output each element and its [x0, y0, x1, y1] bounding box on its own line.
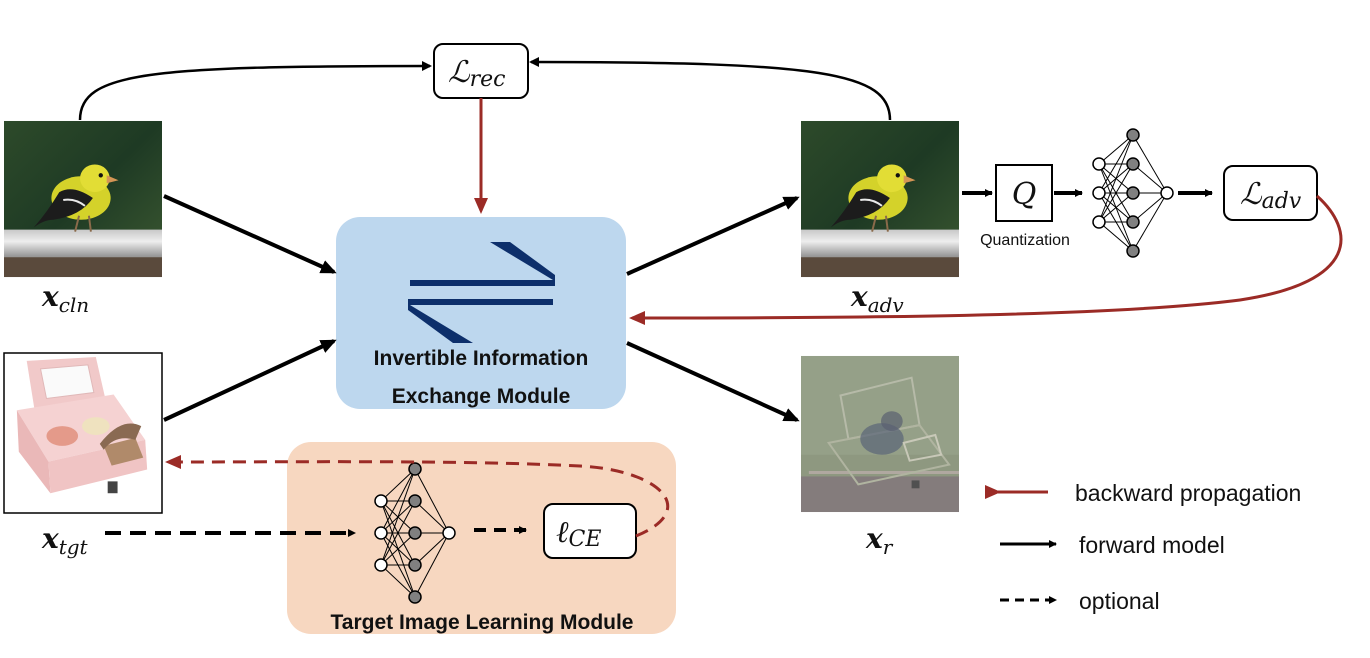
svg-text:ℒrec: ℒrec	[448, 55, 505, 92]
clean-image	[4, 120, 162, 278]
arrow-module-to-residual	[626, 341, 800, 422]
exchange-module: Invertible Information Exchange Module	[336, 217, 626, 409]
rec-loss-box: ℒrec	[433, 43, 529, 99]
network-edge	[380, 532, 416, 566]
network-edge	[1132, 192, 1168, 252]
network-edge	[1098, 134, 1134, 165]
label-x-adv: xadv	[850, 280, 904, 317]
network-edge	[414, 500, 450, 534]
network-input-node	[374, 526, 388, 540]
quantization-label: Quantization	[980, 232, 1070, 249]
ce-loss-box: ℓCE	[543, 503, 637, 559]
adv-loss-box: ℒadv	[1223, 165, 1318, 221]
network-hidden-node	[1126, 215, 1140, 229]
legend-optional-label: optional	[1079, 588, 1160, 614]
arrow-target-to-module	[163, 339, 337, 422]
network-input-node	[1092, 157, 1106, 171]
network-hidden-node	[408, 590, 422, 604]
network-output-node	[1160, 186, 1174, 200]
network-hidden-node	[408, 558, 422, 572]
svg-text:ℓCE: ℓCE	[556, 515, 601, 552]
target-network-icon	[374, 462, 456, 604]
target-image	[3, 352, 163, 514]
network-hidden-node	[1126, 157, 1140, 171]
label-x-cln: xcln	[41, 280, 89, 317]
adversarial-image	[801, 120, 959, 278]
network-edge	[1098, 134, 1134, 223]
network-hidden-node	[408, 462, 422, 476]
arrow-adv-loss-backward	[629, 194, 1343, 325]
network-edge	[380, 468, 416, 534]
network-edge	[414, 532, 450, 566]
exchange-module-title-2: Exchange Module	[392, 385, 571, 408]
network-edge	[380, 468, 416, 566]
arrow-clean-to-rec	[78, 61, 432, 121]
legend-backward-label: backward propagation	[1075, 480, 1301, 506]
network-hidden-node	[1126, 128, 1140, 142]
target-learning-module: Target Image Learning Module	[287, 442, 676, 634]
network-edge	[380, 564, 416, 598]
network-input-node	[374, 558, 388, 572]
exchange-module-title-1: Invertible Information	[374, 347, 589, 370]
residual-image	[801, 355, 959, 513]
arrow-clean-to-module	[163, 194, 337, 274]
legend-forward-label: forward model	[1079, 532, 1225, 558]
network-input-node	[374, 494, 388, 508]
quantization-box: Q	[995, 164, 1053, 222]
network-edge	[1132, 192, 1168, 223]
svg-text:Q: Q	[1012, 177, 1037, 212]
arrow-adv-to-rec	[529, 57, 892, 121]
label-x-tgt: xtgt	[41, 522, 89, 559]
network-edge	[1098, 221, 1134, 252]
arrow-ce-backward-optional	[165, 454, 670, 538]
label-x-r: xr	[865, 522, 894, 559]
network-hidden-node	[1126, 244, 1140, 258]
network-edge	[1132, 134, 1168, 194]
network-output-node	[442, 526, 456, 540]
network-hidden-node	[408, 526, 422, 540]
exchange-arrows-icon	[408, 242, 555, 343]
target-module-title: Target Image Learning Module	[331, 611, 634, 634]
arrow-module-to-adv	[626, 196, 800, 276]
network-hidden-node	[1126, 186, 1140, 200]
network-edge	[414, 532, 450, 598]
network-edge	[380, 468, 416, 502]
svg-text:ℒadv: ℒadv	[1240, 177, 1302, 214]
network-hidden-node	[408, 494, 422, 508]
network-edge	[414, 468, 450, 534]
network-edge	[1132, 163, 1168, 194]
network-input-node	[1092, 186, 1106, 200]
network-input-node	[1092, 215, 1106, 229]
legend: backward propagation forward model optio…	[985, 480, 1301, 614]
network-edge	[1098, 134, 1134, 194]
network-edge	[1098, 192, 1134, 223]
classifier-network-icon	[1092, 128, 1174, 258]
network-edge	[380, 500, 416, 566]
network-edge	[1098, 163, 1134, 223]
